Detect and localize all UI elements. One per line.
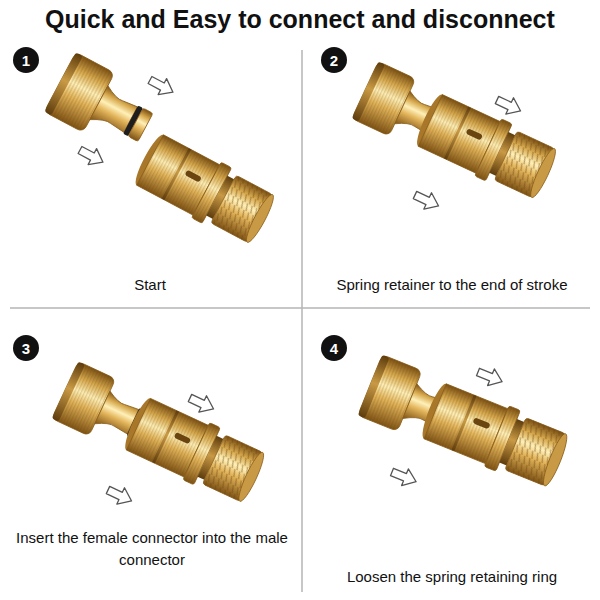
divider bbox=[10, 307, 590, 309]
callout-number: 1 bbox=[13, 47, 39, 73]
callout-number: 4 bbox=[321, 335, 347, 361]
callout-number-text: 3 bbox=[22, 341, 30, 356]
connector-assembly bbox=[352, 61, 561, 203]
step-caption: Loosen the spring retaining ring bbox=[304, 566, 600, 588]
direction-arrow bbox=[104, 482, 135, 509]
step-caption: Spring retainer to the end of stroke bbox=[304, 274, 600, 296]
direction-arrow bbox=[411, 187, 442, 214]
direction-arrow bbox=[389, 464, 420, 490]
title: Quick and Easy to connect and disconnect bbox=[45, 4, 555, 34]
callout-number-text: 2 bbox=[330, 53, 338, 68]
callout-number-text: 4 bbox=[330, 341, 338, 356]
direction-arrow bbox=[475, 364, 506, 390]
divider bbox=[301, 50, 303, 592]
direction-arrow bbox=[146, 72, 177, 100]
callout-number: 3 bbox=[13, 335, 39, 361]
quick-connector bbox=[130, 129, 279, 248]
callout-number: 2 bbox=[321, 47, 347, 73]
step-caption: Insert the female connector into the mal… bbox=[10, 527, 294, 571]
tap-adapter bbox=[44, 52, 161, 157]
callout-number-text: 1 bbox=[22, 53, 30, 68]
direction-arrow bbox=[76, 142, 107, 170]
direction-arrow bbox=[493, 92, 524, 119]
connector-assembly bbox=[358, 355, 573, 493]
step-caption: Start bbox=[0, 274, 300, 296]
direction-arrow bbox=[186, 390, 217, 417]
connector-assembly bbox=[52, 361, 270, 507]
